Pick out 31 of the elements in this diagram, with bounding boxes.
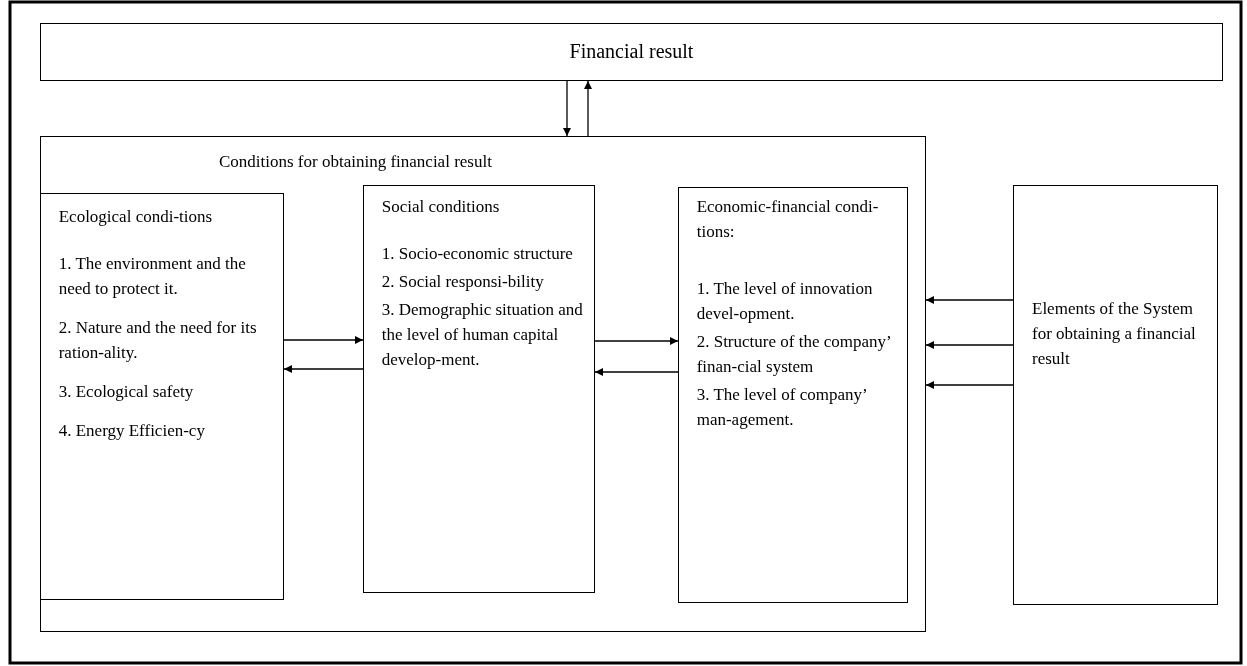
ecological-conditions-box [39, 192, 284, 600]
arrow [283, 365, 364, 373]
list-item: 1. The environment and the need to protect it. [58, 252, 247, 300]
arrow [283, 336, 364, 344]
arrow [594, 337, 679, 345]
list-item: 4. Energy Efficien-cy [58, 419, 206, 442]
list-item: 3. The level of company’ man-agement. [696, 383, 868, 431]
list-item: 2. Nature and the need for its ration-ality. [58, 316, 258, 364]
box-heading: Conditions for obtaining financial result [219, 151, 493, 173]
list-item: 1. The level of innovation devel-opment. [696, 277, 874, 325]
list-item: 3. Demographic situation and the level of human capital develop-ment. [381, 298, 584, 371]
arrow [925, 341, 1014, 349]
box-heading: Social conditions [381, 195, 501, 218]
list-item: 2. Social responsi-bility [381, 270, 545, 293]
list-item: 1. Socio-economic structure [381, 242, 574, 265]
arrow [925, 381, 1014, 389]
result-box [40, 23, 1223, 81]
arrow [925, 296, 1014, 304]
conditions-container [40, 136, 926, 632]
box-heading: Economic-financial condi-tions: [696, 195, 880, 243]
arrow [563, 80, 571, 137]
economic-conditions-box [677, 186, 908, 603]
list-item: 3. Ecological safety [58, 380, 195, 403]
arrow [584, 80, 592, 137]
box-heading: Financial result [568, 39, 695, 64]
list-item: 2. Structure of the company’ finan-cial system [696, 330, 892, 378]
box-heading: Elements of the System for obtaining a financial result [1032, 298, 1197, 370]
arrow [594, 368, 679, 376]
system-elements-box [1013, 185, 1218, 605]
box-heading: Ecological condi-tions [58, 205, 214, 228]
social-conditions-box [362, 184, 595, 593]
